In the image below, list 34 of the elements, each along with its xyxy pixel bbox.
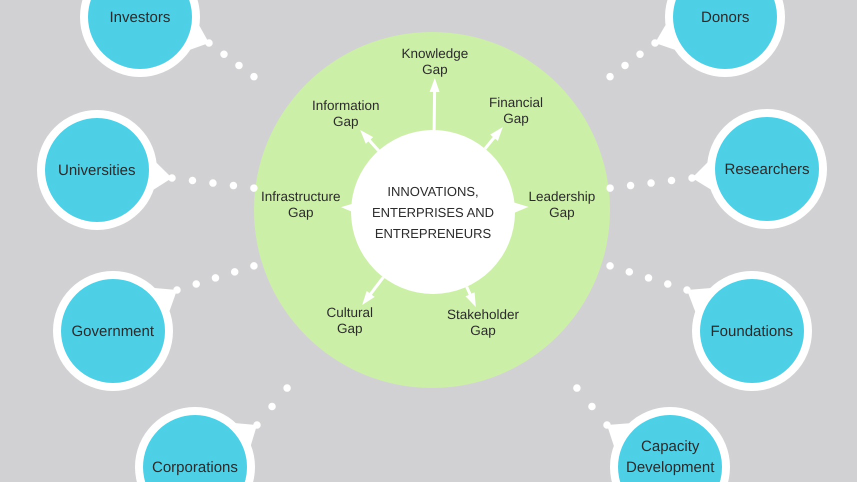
- bubble-label: Government: [72, 322, 154, 342]
- arrow: [484, 126, 504, 150]
- gap-label: Information Gap: [312, 98, 380, 130]
- bubble-label: Corporations: [152, 458, 238, 478]
- dotted-line: [253, 384, 291, 429]
- speech-bubble: [687, 271, 812, 391]
- arrow: [359, 129, 380, 152]
- arrow: [465, 286, 478, 308]
- gap-label: Stakeholder Gap: [447, 307, 520, 339]
- dotted-line: [168, 174, 258, 192]
- bubble-label: Researchers: [724, 160, 810, 180]
- bubble-label: Capacity Development: [626, 437, 714, 478]
- dotted-line: [606, 262, 691, 294]
- bubble-label: Investors: [110, 8, 170, 28]
- gap-label: Cultural Gap: [326, 305, 374, 337]
- arrow: [430, 78, 440, 130]
- dotted-line: [606, 174, 696, 192]
- dotted-line: [573, 384, 611, 429]
- dotted-line: [606, 39, 659, 80]
- center-label: INNOVATIONS, ENTERPRISES AND ENTREPRENEURS: [372, 182, 494, 242]
- bubble-label: Donors: [701, 8, 750, 28]
- gap-label: Knowledge Gap: [402, 46, 468, 78]
- bubble-label: Foundations: [710, 322, 794, 342]
- speech-bubble: [37, 110, 172, 230]
- gap-label: Infrastructure Gap: [261, 189, 341, 221]
- speech-bubble: [53, 271, 177, 391]
- bubble-label: Universities: [58, 160, 136, 180]
- gap-label: Leadership Gap: [528, 189, 596, 221]
- dotted-line: [205, 39, 258, 80]
- dotted-line: [173, 262, 258, 294]
- arrow: [514, 202, 529, 213]
- speech-bubble: [692, 109, 827, 229]
- arrow: [360, 276, 385, 306]
- gap-label: Financial Gap: [489, 95, 544, 127]
